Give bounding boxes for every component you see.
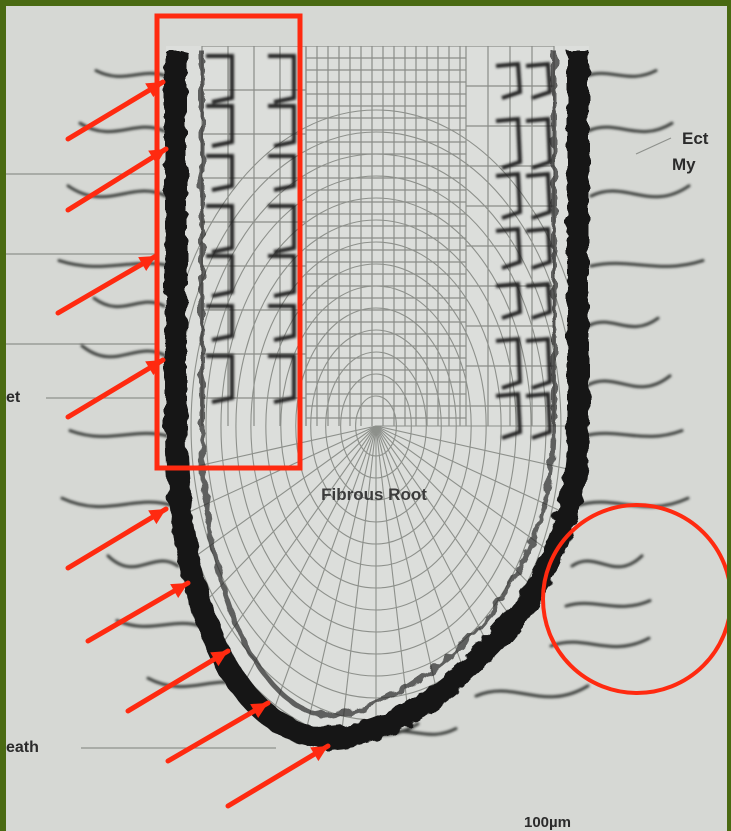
label-my: My	[672, 155, 696, 174]
red-arrow	[168, 703, 268, 761]
root-cross-section-diagram: Fibrous Root Ect My et eath 100µm	[6, 6, 727, 831]
label-eath: eath	[6, 739, 39, 756]
red-arrow	[68, 149, 166, 210]
red-arrow	[228, 746, 328, 806]
highlight-circle	[543, 505, 727, 693]
red-arrow	[88, 583, 188, 641]
fibrous-root-label: Fibrous Root	[321, 485, 427, 504]
hypha	[586, 376, 670, 387]
hypha	[59, 261, 171, 267]
hypha	[82, 346, 166, 357]
label-et: et	[6, 389, 21, 406]
red-arrow	[68, 509, 166, 568]
hypha	[62, 498, 174, 506]
hypha	[94, 298, 164, 306]
hypha	[588, 318, 658, 326]
scale-bar-label: 100µm	[524, 814, 571, 831]
hypha	[476, 686, 588, 697]
hypha	[551, 638, 649, 646]
hypha	[566, 601, 650, 607]
label-ect: Ect	[682, 129, 709, 148]
hypha	[586, 71, 656, 77]
hypha	[584, 431, 682, 437]
hypha	[117, 621, 201, 627]
hypha	[68, 186, 166, 197]
hypha	[572, 556, 642, 567]
red-arrow	[128, 651, 228, 711]
hypha	[108, 556, 178, 567]
diagram-frame: Fibrous Root Ect My et eath 100µm	[6, 6, 727, 831]
hypha	[588, 123, 672, 131]
hypha	[591, 261, 703, 267]
hypha	[591, 186, 689, 197]
red-arrow	[68, 360, 163, 417]
hypha	[70, 431, 168, 437]
